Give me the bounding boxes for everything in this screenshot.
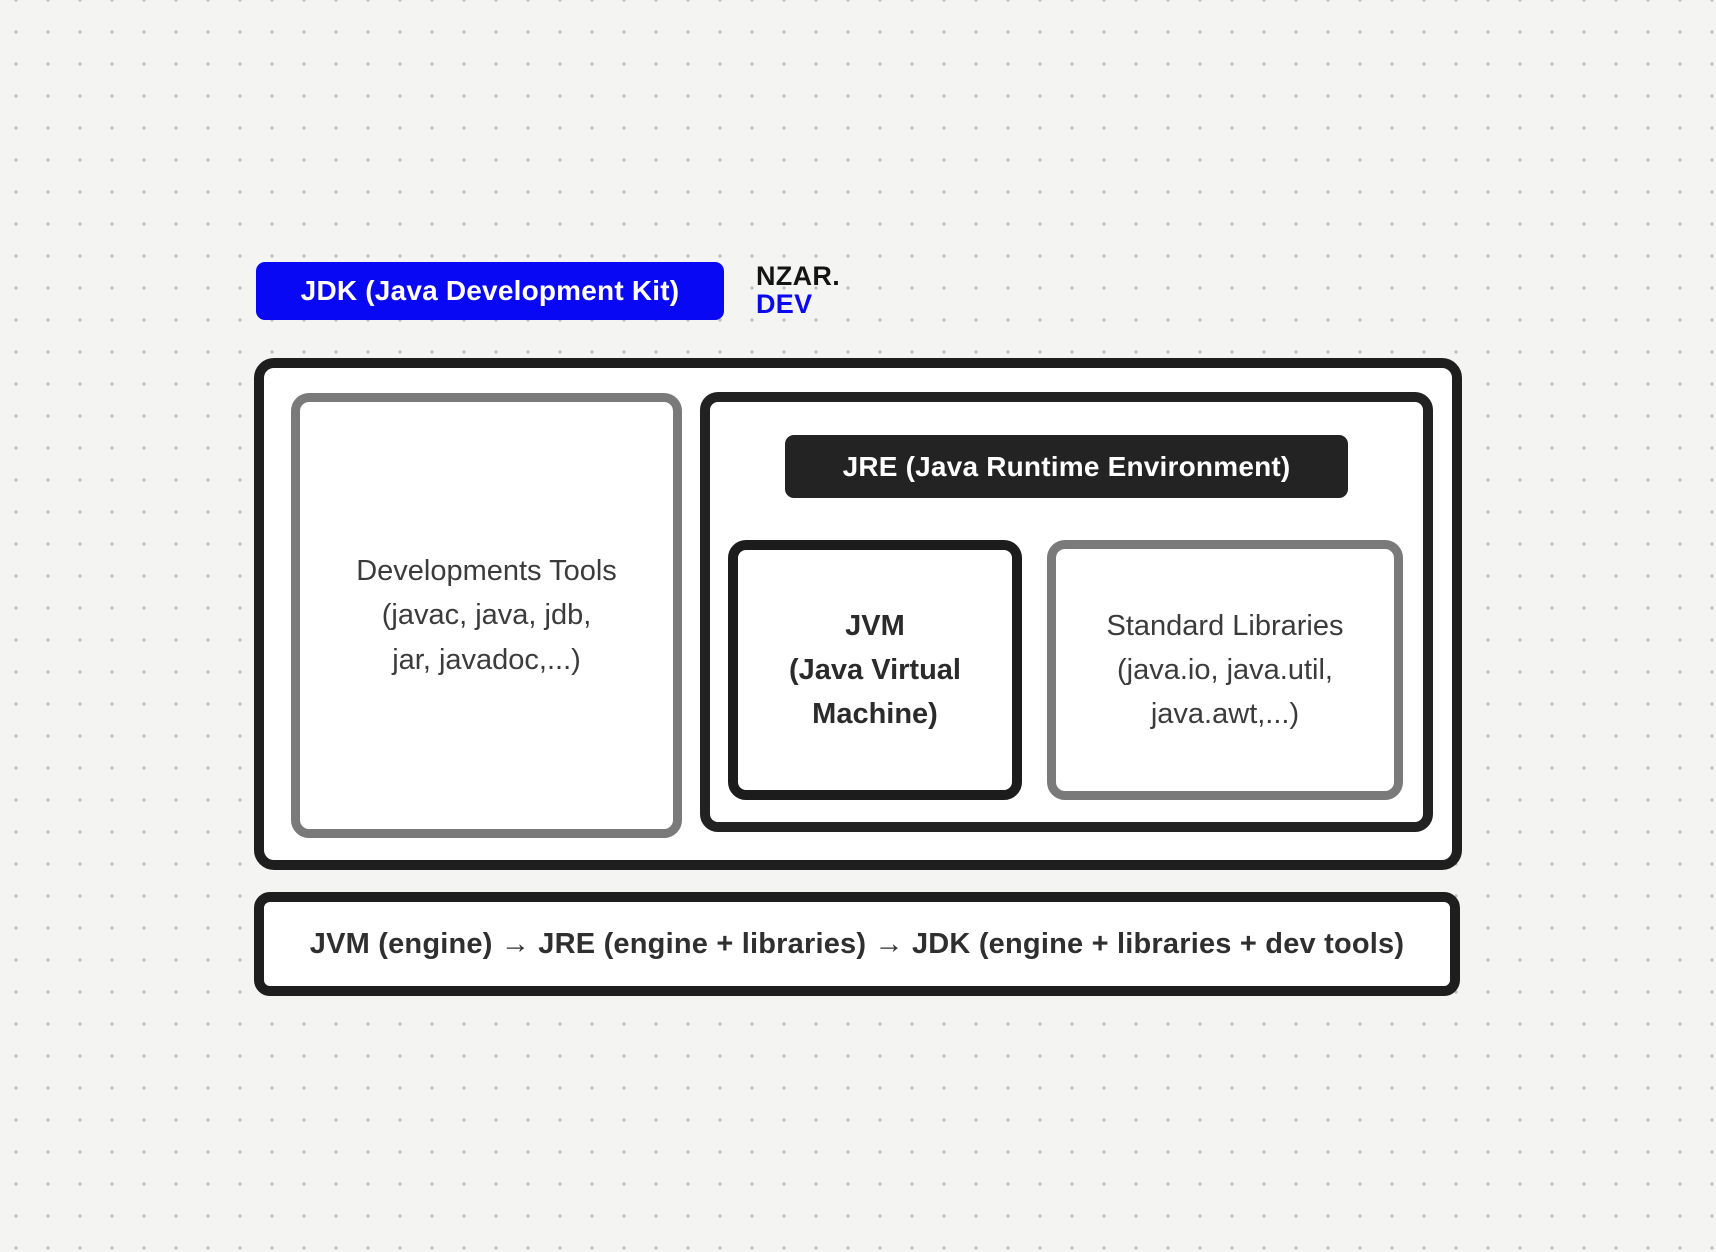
logo-line-nzar: NZAR.	[756, 261, 840, 291]
jdk-title-label: JDK (Java Development Kit)	[300, 275, 680, 306]
libs-line-1: Standard Libraries	[1106, 609, 1344, 642]
libs-line-2: (java.io, java.util,	[1117, 653, 1333, 686]
jre-title-badge: JRE (Java Runtime Environment)	[785, 435, 1348, 498]
jvm-line-3: Machine)	[812, 698, 938, 731]
jvm-box: JVM (Java Virtual Machine)	[728, 540, 1022, 800]
devtools-line-2: (javac, java, jdb,	[381, 599, 592, 632]
devtools-line-1: Developments Tools	[356, 555, 617, 588]
jvm-line-1: JVM	[845, 609, 905, 642]
jvm-line-2: (Java Virtual	[789, 653, 961, 686]
development-tools-box: Developments Tools (javac, java, jdb, ja…	[291, 393, 682, 838]
jdk-title-badge: JDK (Java Development Kit)	[256, 262, 724, 320]
logo-line-dev: DEV	[756, 288, 813, 319]
libs-line-3: java.awt,...)	[1150, 698, 1300, 731]
jre-title-label: JRE (Java Runtime Environment)	[842, 450, 1291, 482]
summary-bar: JVM (engine) → JRE (engine + libraries) …	[254, 892, 1460, 996]
summary-text: JVM (engine) → JRE (engine + libraries) …	[309, 927, 1405, 960]
standard-libraries-box: Standard Libraries (java.io, java.util, …	[1047, 540, 1403, 800]
nzar-dev-logo: NZAR. DEV	[756, 261, 840, 319]
devtools-line-3: jar, javadoc,...)	[392, 643, 581, 676]
